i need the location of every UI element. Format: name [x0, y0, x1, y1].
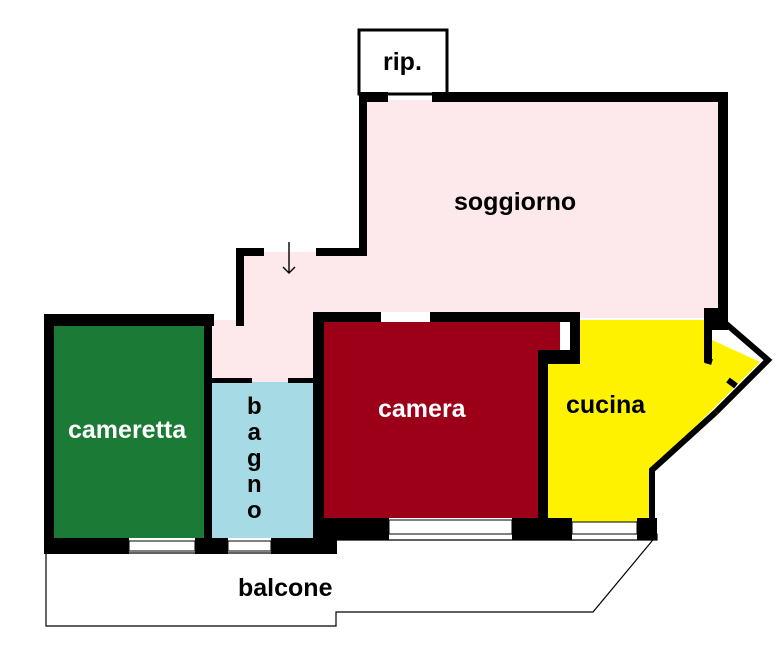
bathroom-label: b a g n o	[247, 394, 262, 524]
living-room-label: soggiorno	[454, 188, 577, 216]
bedroom-area	[324, 322, 560, 518]
kitchen-area	[546, 320, 760, 522]
bathroom-label-letter: n	[247, 471, 262, 498]
kitchen-vent-mark	[726, 377, 738, 389]
bathroom-label-letter: a	[247, 419, 262, 446]
walls	[44, 92, 728, 554]
bathroom-label-letter: o	[247, 497, 262, 524]
windows	[128, 519, 638, 552]
storage-room	[357, 28, 449, 96]
kitchen-angled-wall	[713, 319, 773, 415]
balcony-label: balcone	[238, 574, 333, 602]
kitchen-label: cucina	[566, 391, 646, 419]
entrance-arrow-icon	[282, 242, 296, 274]
kitchen-lower-wall	[649, 409, 719, 540]
living-room-area	[208, 100, 720, 382]
bathroom-area	[212, 382, 313, 538]
bathroom-label-letter: g	[247, 445, 262, 472]
bedroom-label: camera	[378, 395, 466, 423]
storage-room-label: rip.	[383, 48, 422, 76]
small-bedroom-area	[54, 326, 207, 538]
small-bedroom-label: cameretta	[68, 416, 187, 444]
kitchen-wall-notch	[704, 357, 713, 365]
bathroom-label-letter: b	[247, 393, 262, 420]
